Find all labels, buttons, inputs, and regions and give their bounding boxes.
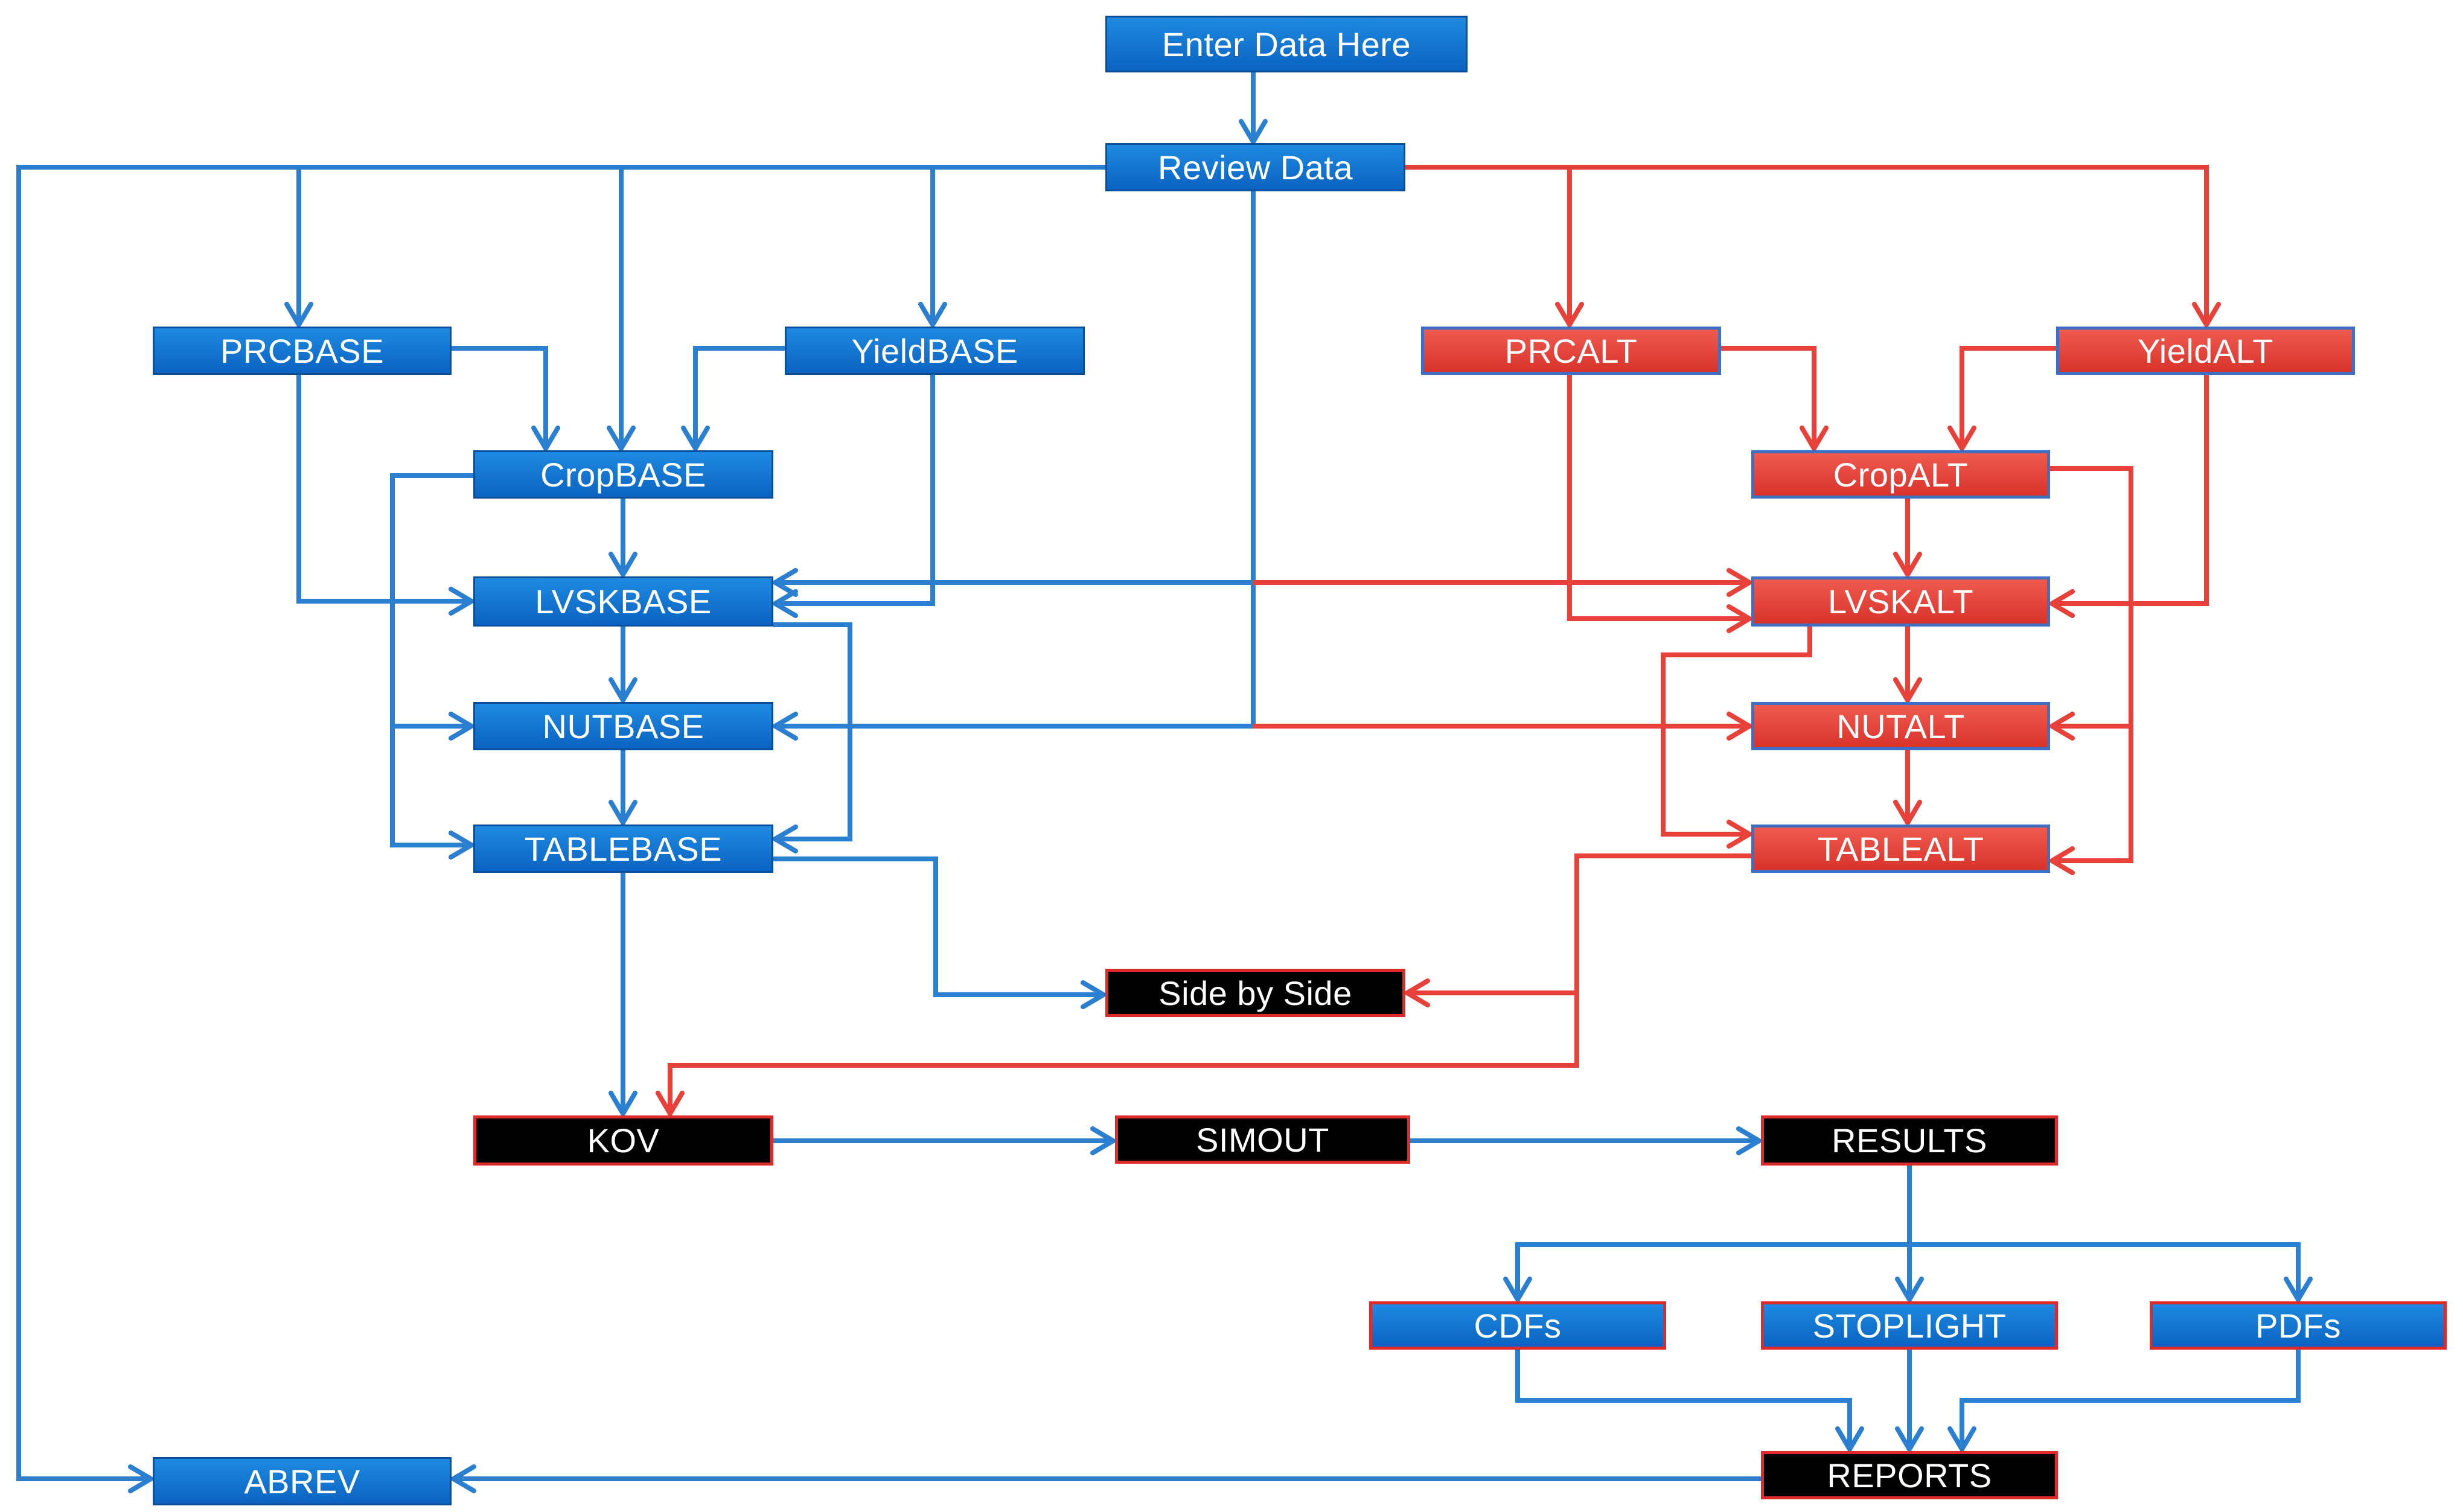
side-by-side-box: Side by Side	[1105, 969, 1405, 1017]
review-data-box: Review Data	[1105, 143, 1405, 191]
review-to-nutbase-arrow-arrowhead	[770, 712, 798, 741]
cdfs-box: CDFs	[1369, 1301, 1666, 1350]
results-to-cdfs-arrow-arrowhead	[1503, 1277, 1532, 1304]
yieldalt-box: YieldALT	[2056, 327, 2355, 375]
tablebase-to-kov-arrow-arrowhead	[609, 1091, 637, 1118]
tablebase-to-side-by-side-arrow	[773, 856, 1104, 997]
results-to-cdfs-arrow	[1515, 1242, 1909, 1300]
yieldalt-to-cropalt-arrow	[1960, 346, 2056, 448]
results-to-stoplight-arrow-arrowhead	[1895, 1277, 1924, 1304]
enter-to-review-arrow-arrowhead	[1239, 119, 1268, 147]
cropbase-to-tablebase-arrow	[390, 473, 473, 847]
yieldalt-to-lvskalt-arrow	[2052, 375, 2209, 606]
prcbase-to-lvskbase-arrow	[296, 375, 471, 604]
pdfs-to-reports-arrow	[1960, 1350, 2301, 1449]
prcbase-to-lvskbase-arrow-arrowhead	[449, 587, 476, 616]
results-to-pdfs-arrow	[1909, 1242, 2301, 1300]
yieldbase-box: YieldBASE	[785, 327, 1085, 375]
yieldalt-to-cropalt-arrow-arrowhead	[1947, 426, 1976, 453]
kov-box: KOV	[473, 1115, 773, 1166]
prcalt-to-lvskalt-arrow	[1567, 375, 1749, 621]
review-to-abrev-arrow-arrowhead	[128, 1464, 156, 1493]
review-to-abrev-arrow	[16, 165, 1105, 1481]
cdfs-to-reports-arrow-arrowhead	[1835, 1426, 1864, 1454]
yieldbase-to-lvskbase-arrow	[775, 375, 935, 606]
stoplight-to-reports-arrow-arrowhead	[1895, 1426, 1924, 1454]
prcbase-box: PRCBASE	[153, 327, 452, 375]
tablealt-to-side-by-side-arrow-arrowhead	[1402, 978, 1430, 1007]
review-to-cropbase-arrow-arrowhead	[607, 426, 636, 453]
cropbase-box: CropBASE	[473, 450, 773, 499]
cropbase-to-tablebase-arrow-arrowhead	[449, 831, 476, 860]
lvskalt-to-nutalt-arrow-arrowhead	[1893, 677, 1922, 705]
tablealt-box: TABLEALT	[1751, 825, 2050, 873]
cropalt-to-tablealt-arrow-arrowhead	[2047, 846, 2075, 875]
kov-to-simout-arrow-arrowhead	[1090, 1126, 1118, 1155]
cdfs-to-reports-arrow	[1515, 1350, 1852, 1449]
review-to-lvskbase-arrow-arrowhead	[770, 568, 798, 597]
lvskalt-box: LVSKALT	[1751, 576, 2050, 627]
prcalt-to-cropalt-arrow-arrowhead	[1800, 426, 1829, 453]
prcbase-to-cropbase-arrow-arrowhead	[531, 426, 560, 453]
review-to-nutalt-arrow-arrowhead	[1727, 712, 1754, 741]
cropalt-to-lvskalt-arrow-arrowhead	[1893, 552, 1922, 579]
nutbase-to-tablebase-arrow-arrowhead	[609, 800, 637, 828]
tablebase-box: TABLEBASE	[473, 825, 773, 873]
pdfs-box: PDFs	[2150, 1301, 2447, 1350]
yieldalt-to-lvskalt-arrow-arrowhead	[2047, 589, 2075, 618]
cropbase-to-nutbase-arrow-arrowhead	[449, 712, 476, 741]
nutalt-box: NUTALT	[1751, 702, 2050, 750]
yieldbase-to-cropbase-arrow-arrowhead	[681, 426, 710, 453]
review-to-yieldalt-arrow-arrowhead	[2192, 302, 2221, 330]
prcalt-box: PRCALT	[1421, 327, 1721, 375]
tablebase-to-side-by-side-arrow-arrowhead	[1081, 980, 1108, 1009]
results-to-pdfs-arrow-arrowhead	[2284, 1277, 2313, 1304]
lvskalt-to-tablealt-arrow-arrowhead	[1727, 820, 1754, 849]
prcbase-to-cropbase-arrow	[452, 346, 548, 448]
reports-to-abrev-arrow-arrowhead	[449, 1464, 476, 1493]
simout-box: SIMOUT	[1115, 1115, 1410, 1164]
enter-data-box: Enter Data Here	[1105, 16, 1468, 72]
prcalt-to-cropalt-arrow	[1721, 346, 1816, 448]
simout-to-results-arrow-arrowhead	[1736, 1126, 1764, 1155]
cropalt-to-nutalt-arrow-arrowhead	[2047, 712, 2075, 741]
abrev-box: ABREV	[153, 1457, 452, 1505]
yieldbase-to-lvskbase-arrow-arrowhead	[770, 589, 798, 618]
cropalt-box: CropALT	[1751, 450, 2050, 499]
nutbase-box: NUTBASE	[473, 702, 773, 750]
review-to-yieldalt-arrow	[1405, 165, 2209, 325]
tablealt-to-kov-arrow-arrowhead	[656, 1091, 685, 1118]
pdfs-to-reports-arrow-arrowhead	[1947, 1426, 1976, 1454]
lvskbase-to-tablebase-arrow	[773, 622, 852, 841]
review-to-lvskalt-arrow-arrowhead	[1727, 568, 1754, 597]
review-to-prcbase-arrow-arrowhead	[284, 302, 313, 330]
lvskbase-to-nutbase-arrow-arrowhead	[609, 677, 637, 705]
review-to-prcalt-arrow-arrowhead	[1555, 302, 1584, 330]
cropbase-to-lvskbase-arrow-arrowhead	[609, 552, 637, 579]
cropalt-to-tablealt-arrow	[2050, 466, 2133, 863]
prcalt-to-lvskalt-arrow-arrowhead	[1727, 604, 1754, 633]
yieldbase-to-cropbase-arrow	[693, 346, 785, 448]
results-box: RESULTS	[1761, 1115, 2058, 1166]
nutalt-to-tablealt-arrow-arrowhead	[1893, 800, 1922, 828]
tablealt-to-kov-arrow	[668, 853, 1751, 1114]
lvskbase-box: LVSKBASE	[473, 576, 773, 627]
reports-box: REPORTS	[1761, 1451, 2058, 1499]
lvskalt-to-tablealt-arrow	[1661, 627, 1812, 837]
stoplight-box: STOPLIGHT	[1761, 1301, 2058, 1350]
review-to-yieldbase-arrow-arrowhead	[918, 302, 947, 330]
lvskbase-to-tablebase-arrow-arrowhead	[770, 825, 798, 853]
